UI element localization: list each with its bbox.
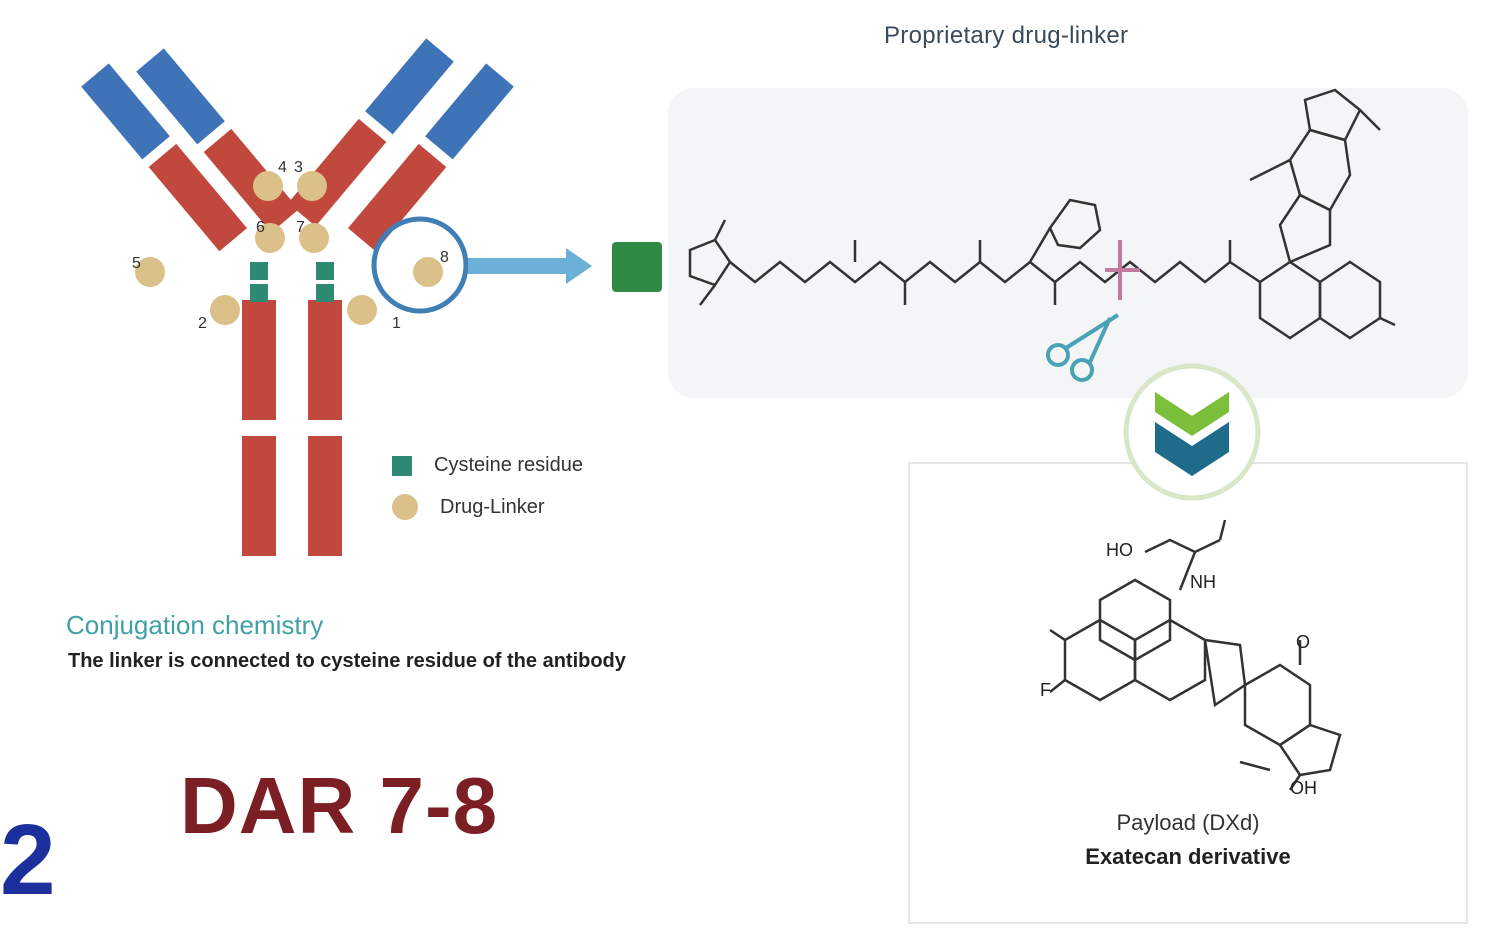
site-number: 4 <box>278 159 287 176</box>
site-number: 7 <box>296 219 305 236</box>
drug-linker <box>299 223 329 253</box>
corner-glyph: 2 <box>0 804 56 916</box>
linker-structure <box>688 88 1396 340</box>
magnifier-circle <box>371 216 469 314</box>
conjugation-description: The linker is connected to cysteine resi… <box>68 650 626 672</box>
stem-left-upper <box>242 300 276 420</box>
arrow-right-icon <box>468 248 592 284</box>
legend-item-cysteine: Cysteine residue <box>392 454 583 477</box>
stem-left-lower <box>242 436 276 556</box>
atom-label: O <box>1296 632 1311 652</box>
site-number: 8 <box>440 249 449 266</box>
stem-right-lower <box>308 436 342 556</box>
legend-label: Drug-Linker <box>440 495 545 518</box>
drug-linker <box>210 295 240 325</box>
left-light-chain <box>136 48 299 233</box>
stem-right-upper <box>308 300 342 420</box>
drug-linker <box>347 295 377 325</box>
drug-linker <box>135 257 165 287</box>
scissors-icon <box>1046 313 1120 382</box>
cysteine-residue <box>250 262 268 280</box>
cysteine-residue <box>250 284 268 302</box>
antibody: 1 2 3 4 5 6 7 8 <box>81 38 514 556</box>
payload-subtitle: Exatecan derivative <box>1085 844 1291 869</box>
panel-title: Proprietary drug-linker <box>884 22 1129 49</box>
drug-linker-swatch <box>392 494 418 520</box>
site-number: 1 <box>392 315 401 332</box>
right-heavy-chain <box>348 63 514 252</box>
drug-linker <box>413 257 443 287</box>
cleavage-site <box>1105 240 1140 300</box>
left-heavy-chain <box>81 63 247 252</box>
cysteine-residue <box>316 262 334 280</box>
drug-linker <box>255 223 285 253</box>
atom-label: F <box>1040 680 1051 700</box>
cysteine-swatch <box>392 455 412 476</box>
site-number: 2 <box>198 315 207 332</box>
site-number: 6 <box>256 219 265 236</box>
site-number: 5 <box>132 255 141 272</box>
atom-label: OH <box>1290 778 1317 798</box>
payload-title: Payload (DXd) <box>1116 810 1260 835</box>
dar-label: DAR 7-8 <box>180 761 499 850</box>
drug-linker <box>297 171 327 201</box>
drug-linker <box>253 171 283 201</box>
site-number: 3 <box>294 159 303 176</box>
cysteine-residue <box>316 284 334 302</box>
conjugation-title: Conjugation chemistry <box>66 610 324 640</box>
atom-label: NH <box>1190 572 1216 592</box>
legend-item-drug-linker: Drug-Linker <box>392 494 544 520</box>
legend-label: Cysteine residue <box>434 454 583 476</box>
payload-structure <box>1049 519 1342 791</box>
atom-label: HO <box>1106 540 1133 560</box>
payload-box <box>908 462 1468 924</box>
antibody-block <box>612 242 662 292</box>
double-chevron-down-icon <box>1123 363 1261 501</box>
